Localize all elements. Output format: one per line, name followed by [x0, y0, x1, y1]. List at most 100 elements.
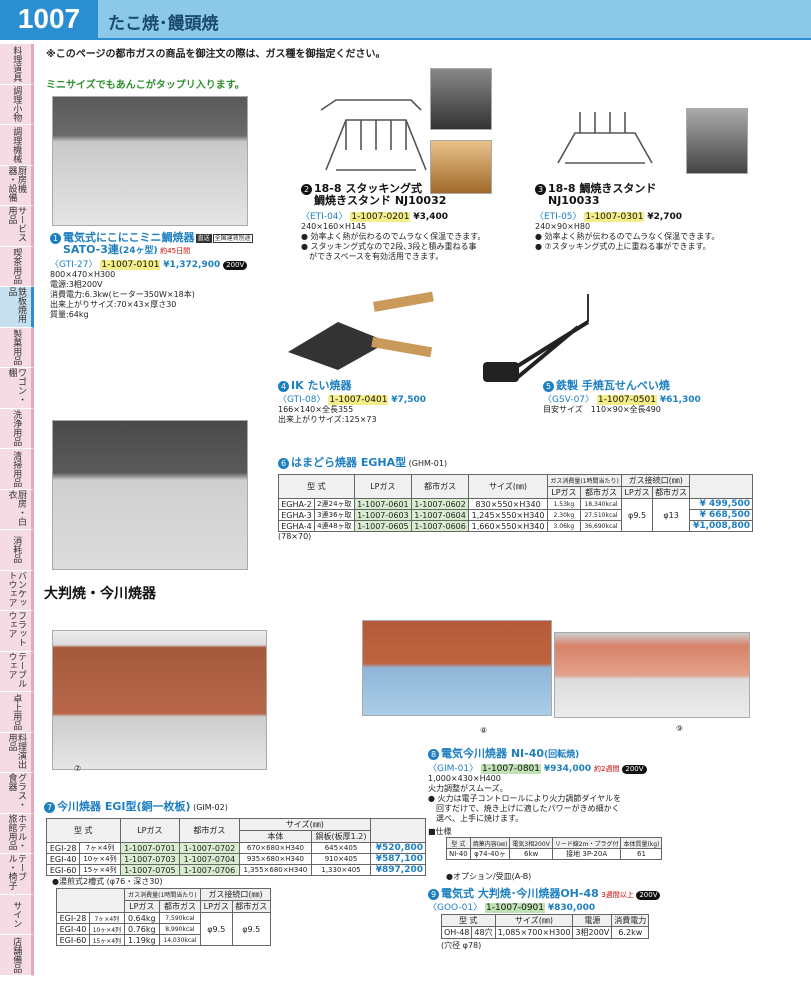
egi-gas-sub4: 都市ガス — [231, 900, 272, 913]
egha-sub-city2: 都市ガス — [651, 486, 691, 499]
product-8-spec-title: ■仕様 — [428, 827, 452, 836]
product-5-title: 鉄製 手焼瓦せんべい焼 — [556, 379, 670, 392]
sidebar-tab[interactable]: 料理演出用品 — [0, 732, 34, 774]
egha-cell: 4連48ヶ取 — [313, 520, 355, 532]
product-7-title: 今川焼器 EGI型(銅一枚板) — [57, 800, 191, 813]
sidebar-tab[interactable]: 調理機械 — [0, 125, 34, 166]
sidebar-tab[interactable]: サービス用品 — [0, 206, 34, 247]
egi-cell: 1-1007-0706 — [179, 864, 240, 876]
egi-h-model: 型 式 — [46, 818, 121, 843]
sidebar-tab[interactable]: 厨房機器・設備 — [0, 165, 34, 207]
p2-spec-line: 240×160×H145 — [301, 222, 367, 231]
sidebar-tab[interactable]: ワゴン・棚 — [0, 368, 34, 409]
product-9-code: 〈GOO-01〉 — [428, 903, 483, 913]
sidebar-tab[interactable]: 料理道具 — [0, 44, 34, 85]
sidebar-tab[interactable]: テーブルウェア — [0, 651, 34, 693]
sidebar-tab[interactable]: 厨房・白衣 — [0, 489, 34, 531]
ni40-cell: φ74-40ヶ — [469, 848, 511, 860]
egha-cell: 1-1007-0604 — [410, 509, 470, 521]
item-number-4: 4 — [278, 381, 289, 392]
sidebar-tab[interactable]: 卓上用品 — [0, 692, 34, 733]
sidebar-tab[interactable]: 鉄板焼用品 — [0, 287, 34, 328]
egi-gas-conn: φ9.5 — [200, 912, 233, 946]
p1-spec-line: 800×470×H300 — [50, 270, 116, 279]
egha-cell: 830×550×H340 — [468, 498, 548, 510]
egha-cell: 1-1007-0606 — [410, 520, 470, 532]
egha-h-lp: LPガス — [353, 474, 412, 499]
sidebar-tab[interactable]: バンケットウェア — [0, 570, 34, 612]
p2-spec-line: ができスペースを有効活用できます。 — [301, 252, 444, 261]
sidebar-tab[interactable]: テーブル・椅子 — [0, 854, 34, 895]
egi-price: ¥897,200 — [369, 864, 427, 876]
sidebar-tab[interactable]: 洗浄用品 — [0, 408, 34, 450]
egi-cell: 1-1007-0702 — [179, 842, 240, 854]
oh48-cell: 6.2kw — [611, 926, 650, 939]
item-number-2: 2 — [301, 184, 312, 195]
sidebar-tab[interactable]: 店舗備品 — [0, 935, 34, 976]
ni40-cell: 接地 3P-20A — [551, 848, 622, 860]
sidebar-tab[interactable]: 製菓用品 — [0, 327, 34, 369]
product-image-oh48 — [554, 632, 750, 718]
egi-cell: 670×680×H340 — [238, 842, 313, 854]
egi-gas-h-model — [56, 888, 125, 913]
ni40-cell: 61 — [620, 848, 663, 860]
egha-sub-lp: LPガス — [546, 486, 581, 499]
product-9-voltage: 200V — [636, 891, 661, 900]
egha-h-price — [689, 474, 753, 499]
p1-spec-line: 消費電力:6.3kw(ヒーター350W×18本) — [50, 290, 195, 299]
product-9-price: ¥830,000 — [547, 903, 596, 913]
fig-label-9: ⑨ — [676, 724, 684, 733]
product-8-title: 電気今川焼器 NI-40 — [441, 747, 545, 760]
sidebar-tab[interactable]: フラットウェア — [0, 611, 34, 652]
product-8-price: ¥934,000 — [543, 764, 592, 774]
product-5-number: 1-1007-0501 — [596, 395, 657, 405]
sidebar-tab[interactable]: 喫茶用品 — [0, 246, 34, 288]
egha-h-city: 都市ガス — [410, 474, 470, 499]
item-number-7: 7 — [44, 802, 55, 813]
egi-cell: 645×405 — [311, 842, 371, 854]
sidebar-tab[interactable]: 調理小物 — [0, 84, 34, 126]
product-4-number: 1-1007-0401 — [328, 395, 389, 405]
product-image-nj10033 — [550, 108, 660, 168]
sidebar-tab[interactable]: 清掃用品 — [0, 449, 34, 490]
product-image-ik-taiyaki — [278, 282, 438, 374]
egha-cell: 1.53kg — [546, 498, 581, 510]
page-number: 1007 — [0, 0, 98, 38]
sidebar-tab[interactable]: ホテル・旅館用品 — [0, 813, 34, 855]
sidebar-tab[interactable]: 消耗品 — [0, 530, 34, 571]
ni40-cell: NI-40 — [446, 848, 471, 860]
product-8-code: 〈GIM-01〉 — [428, 764, 479, 774]
product-9-number: 1-1007-0901 — [484, 903, 545, 913]
egi-gas-conn: φ9.5 — [231, 912, 272, 946]
egi-h-size: サイズ(㎜) — [238, 818, 371, 831]
sidebar-tab[interactable]: サイン — [0, 894, 34, 936]
product-1-lead: 約45日間 — [160, 247, 191, 255]
egi-gas-cell: EGI-28 — [56, 912, 90, 924]
oh48-h-consumption: 消費電力 — [611, 914, 650, 927]
egi-gas-cell: 7,590kcal — [158, 912, 202, 924]
egha-cell: EGHA-4 — [278, 520, 315, 532]
egi-cell: 1-1007-0705 — [119, 864, 181, 876]
egha-cell: 1,245×550×H340 — [468, 509, 548, 521]
egi-gas-cell: 0.76kg — [123, 923, 160, 935]
egha-cell: EGHA-2 — [278, 498, 315, 510]
product-9-title: 電気式 大判焼･今川焼器OH-48 — [441, 887, 599, 900]
egha-h-conn: ガス接続口(㎜) — [621, 474, 691, 487]
ni40-h: 焼菓内容(㎜) — [469, 837, 511, 849]
egha-price: ¥ 499,500 — [689, 498, 753, 510]
sidebar-tab[interactable]: グラス・食器 — [0, 773, 34, 814]
product-image-nj10032-photo — [430, 68, 492, 130]
oh48-note: (穴径 φ78) — [441, 941, 482, 950]
product-image-egi — [52, 630, 267, 770]
option-note: ●オプション/受皿(A-B) — [446, 872, 532, 881]
egi-cell: 10ヶ×4列 — [79, 853, 121, 865]
